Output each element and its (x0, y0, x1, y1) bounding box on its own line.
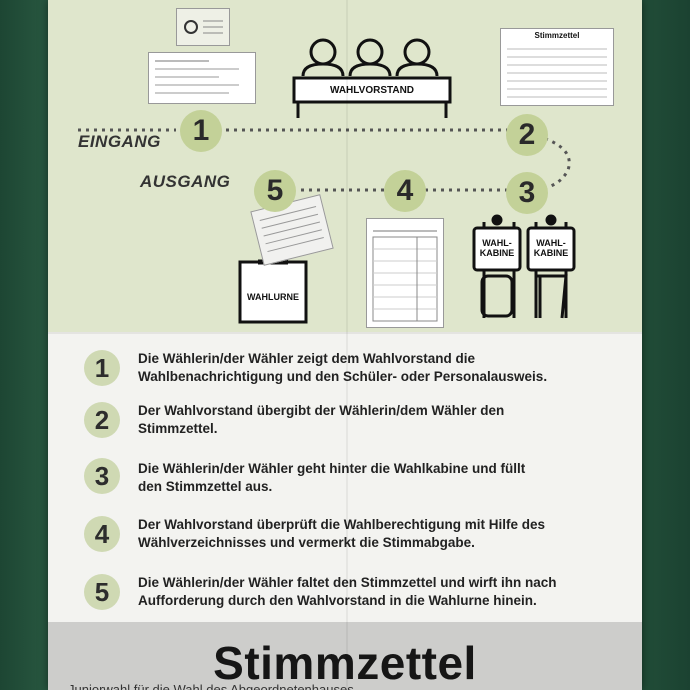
path-step-2: 2 (506, 114, 548, 156)
voter-register-document (366, 218, 444, 328)
ballot-heading: Stimmzettel (534, 31, 580, 40)
path-step-3: 3 (506, 172, 548, 214)
path-step-4: 4 (384, 170, 426, 212)
voting-booth-icon-2 (526, 214, 576, 319)
folded-ballot-image (250, 194, 334, 266)
election-board-icon (292, 38, 452, 118)
poster-fold-horizontal (48, 332, 642, 334)
poster-fold-vertical (346, 0, 348, 690)
step-number: 1 (84, 350, 120, 386)
step-text: Die Wählerin/der Wähler zeigt dem Wahlvo… (138, 351, 548, 384)
ballot-document-top: Stimmzettel (500, 28, 614, 106)
ballot-urn-label: WAHLURNE (247, 292, 299, 302)
step-item-2: 2 Der Wahlvorstand übergibt der Wählerin… (48, 400, 642, 450)
step-item-1: 1 Die Wählerin/der Wähler zeigt dem Wahl… (48, 342, 642, 392)
step-text: Der Wahlvorstand übergibt der Wählerin/d… (138, 403, 505, 436)
voting-process-illustration: Stimmzettel WAHLVORSTAND WAHLURNE WAHL- … (48, 0, 642, 332)
step-text: Die Wählerin/der Wähler faltet den Stimm… (138, 575, 557, 608)
step-number: 2 (84, 402, 120, 438)
ballot-header-section: Stimmzettel Juniorwahl für die Wahl des … (48, 622, 642, 690)
step-number: 3 (84, 458, 120, 494)
election-board-label: WAHLVORSTAND (329, 85, 415, 96)
step-item-4: 4 Der Wahlvorstand überprüft die Wahlber… (48, 514, 642, 564)
ballot-title: Stimmzettel (213, 637, 477, 689)
step-text: Der Wahlvorstand überprüft die Wahlberec… (138, 517, 546, 550)
step-number: 4 (84, 516, 120, 552)
booth-label-1: WAHL- KABINE (479, 238, 515, 258)
step-number: 5 (84, 574, 120, 610)
path-step-5: 5 (254, 170, 296, 212)
step-item-5: 5 Die Wählerin/der Wähler faltet den Sti… (48, 572, 642, 622)
id-card-image (176, 8, 230, 46)
exit-label: AUSGANG (140, 172, 231, 191)
voting-instructions-poster: Stimmzettel WAHLVORSTAND WAHLURNE WAHL- … (48, 0, 642, 690)
step-item-3: 3 Die Wählerin/der Wähler geht hinter di… (48, 458, 642, 508)
booth-label-2: WAHL- KABINE (533, 238, 569, 258)
step-text: Die Wählerin/der Wähler geht hinter die … (138, 461, 526, 494)
voting-notice-document (148, 52, 256, 104)
path-step-1: 1 (180, 110, 222, 152)
entrance-label: EINGANG (78, 132, 161, 151)
voting-booth-icon-1 (472, 214, 522, 318)
ballot-subtitle: Juniorwahl für die Wahl des Abgeordneten… (68, 682, 354, 690)
